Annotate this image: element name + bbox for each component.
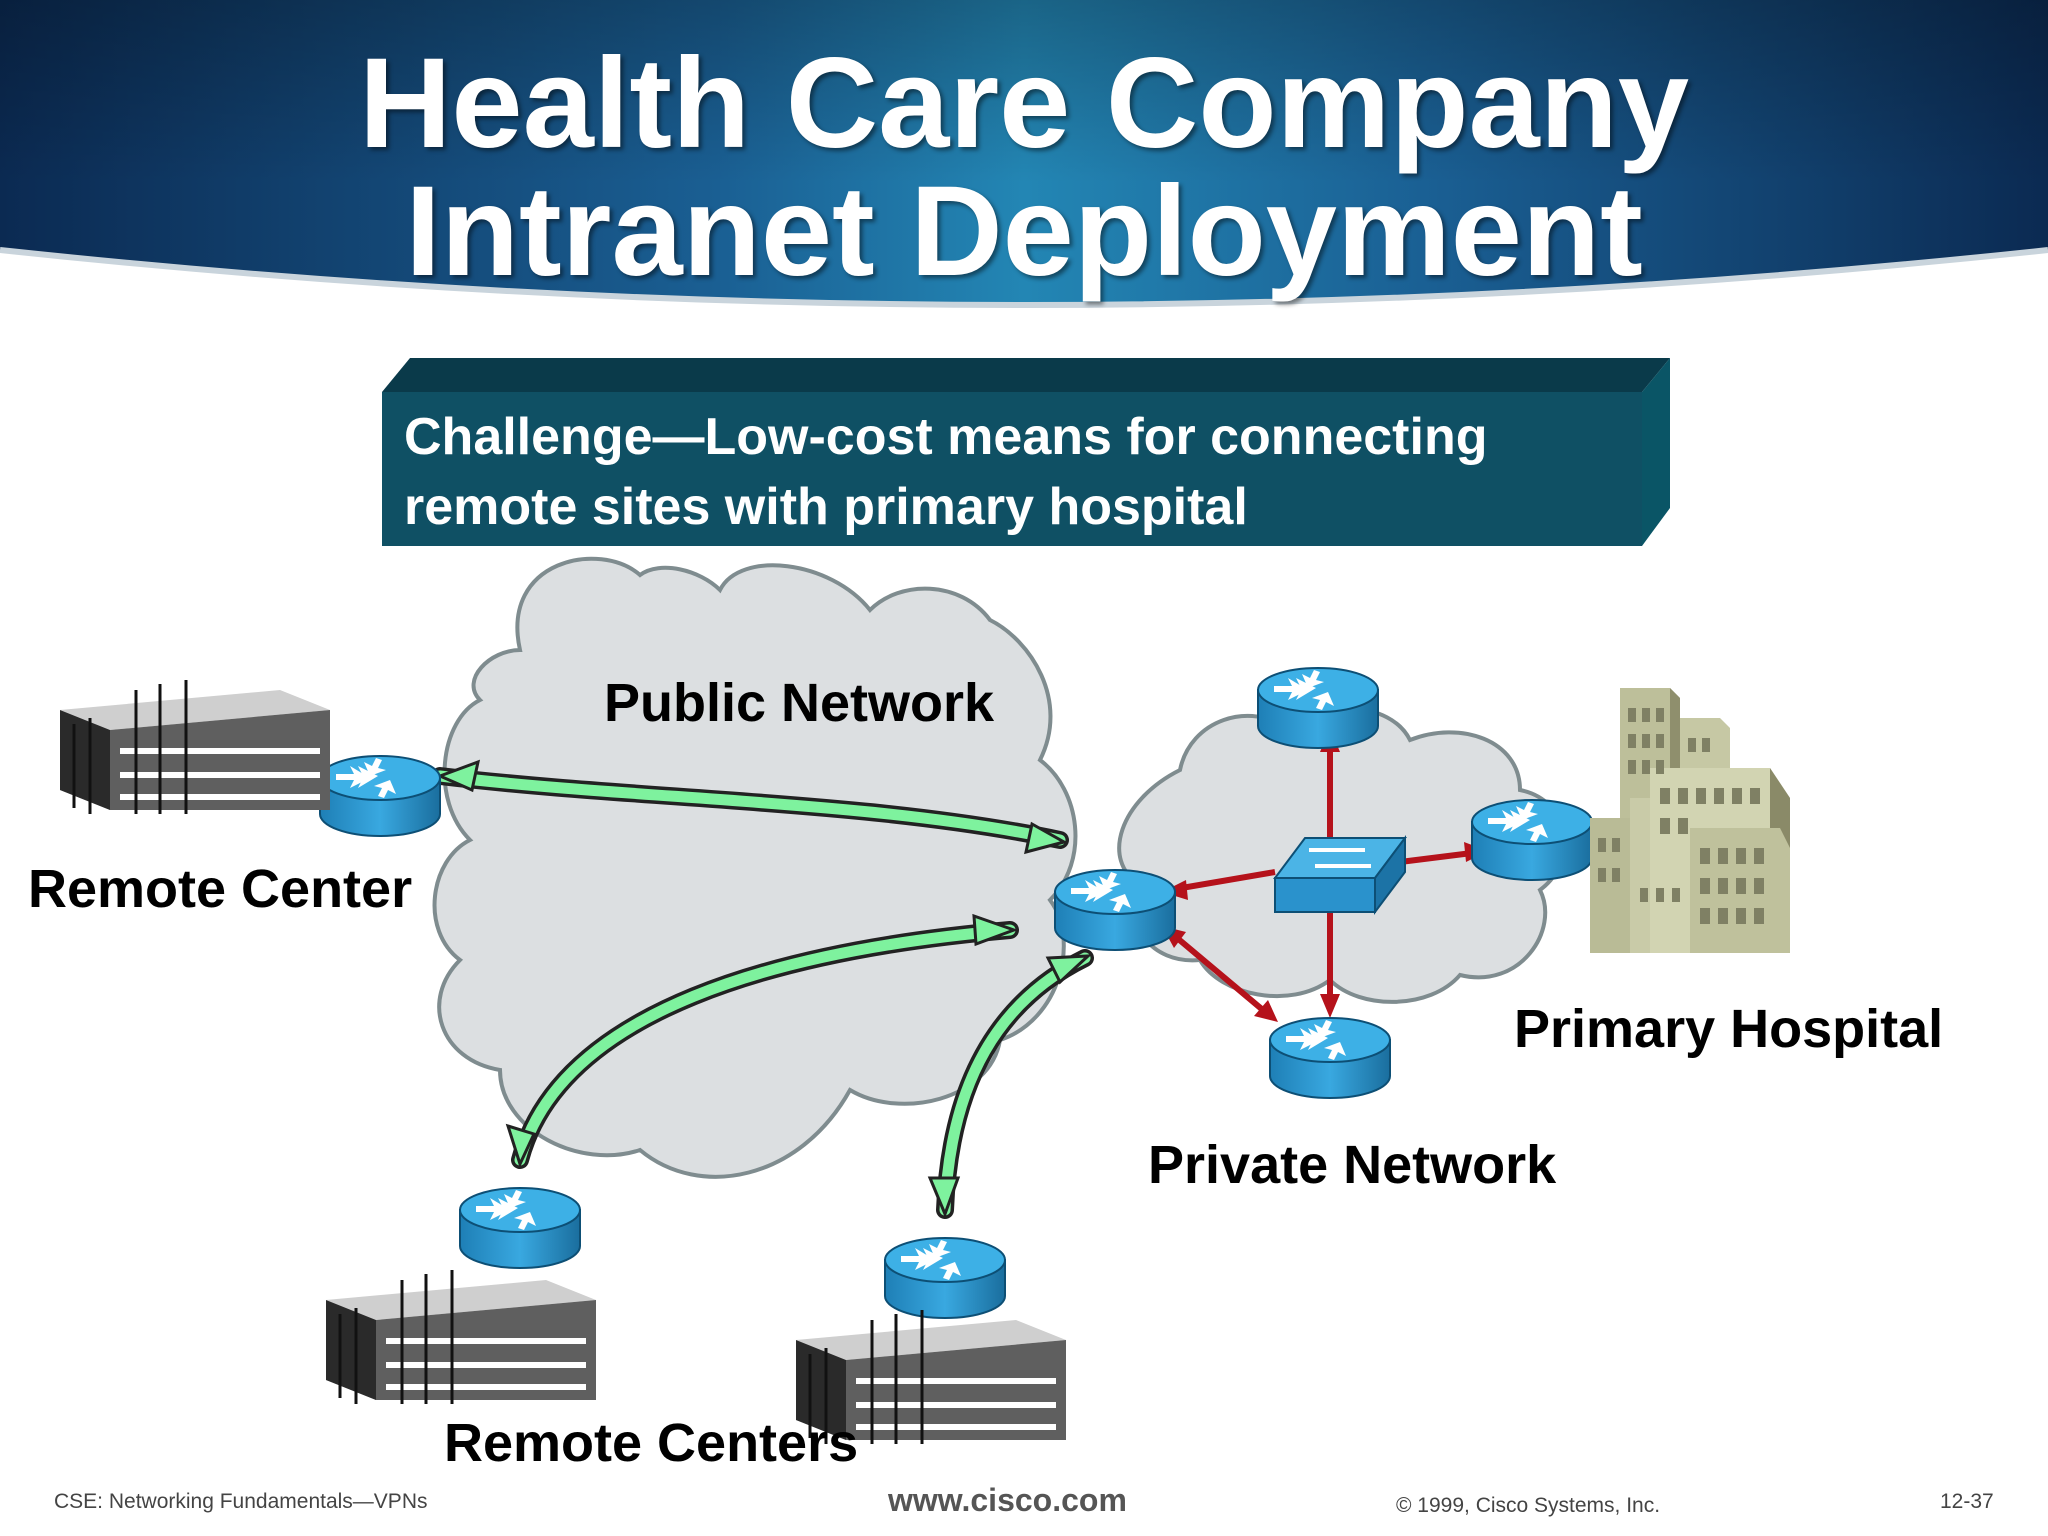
remote-centers-label: Remote Centers: [444, 1413, 859, 1473]
router-icon: [1257, 667, 1379, 749]
router-icon: [319, 755, 441, 837]
slide-title: Health Care Company Intranet Deployment: [0, 40, 2048, 296]
footer-course: CSE: Networking Fundamentals—VPNs: [54, 1490, 428, 1513]
title-line-1: Health Care Company: [358, 32, 1690, 175]
vpn-arrowheads: [435, 759, 1093, 1219]
hospital-building-icon: [1590, 688, 1790, 953]
switch-icon: [1273, 835, 1407, 915]
office-building-icon: [58, 678, 332, 816]
challenge-line-2: remote sites with primary hospital: [404, 478, 1248, 536]
private-network-label: Private Network: [1148, 1135, 1557, 1195]
router-icon: [1471, 799, 1593, 881]
office-building-icon: [324, 1268, 598, 1406]
public-network-cloud: [432, 556, 1078, 1179]
title-line-2: Intranet Deployment: [405, 160, 1643, 303]
footer-url[interactable]: www.cisco.com: [888, 1482, 1127, 1518]
router-icon: [1054, 869, 1176, 951]
primary-hospital-label: Primary Hospital: [1514, 999, 1944, 1059]
header-banner: [0, 0, 2048, 308]
footer-page-number: 12-37: [1940, 1490, 1994, 1513]
remote-center-label: Remote Center: [28, 859, 413, 919]
router-icon: [884, 1237, 1006, 1319]
challenge-text: Challenge—Low-cost means for connecting …: [404, 402, 1644, 542]
challenge-banner: [382, 358, 1670, 546]
public-network-label: Public Network: [604, 673, 995, 733]
footer-copyright: © 1999, Cisco Systems, Inc.: [1396, 1494, 1661, 1517]
router-icon: [459, 1187, 581, 1269]
challenge-line-1: Challenge—Low-cost means for connecting: [404, 408, 1488, 466]
router-icon: [1269, 1017, 1391, 1099]
vpn-tunnels: [431, 767, 1094, 1219]
